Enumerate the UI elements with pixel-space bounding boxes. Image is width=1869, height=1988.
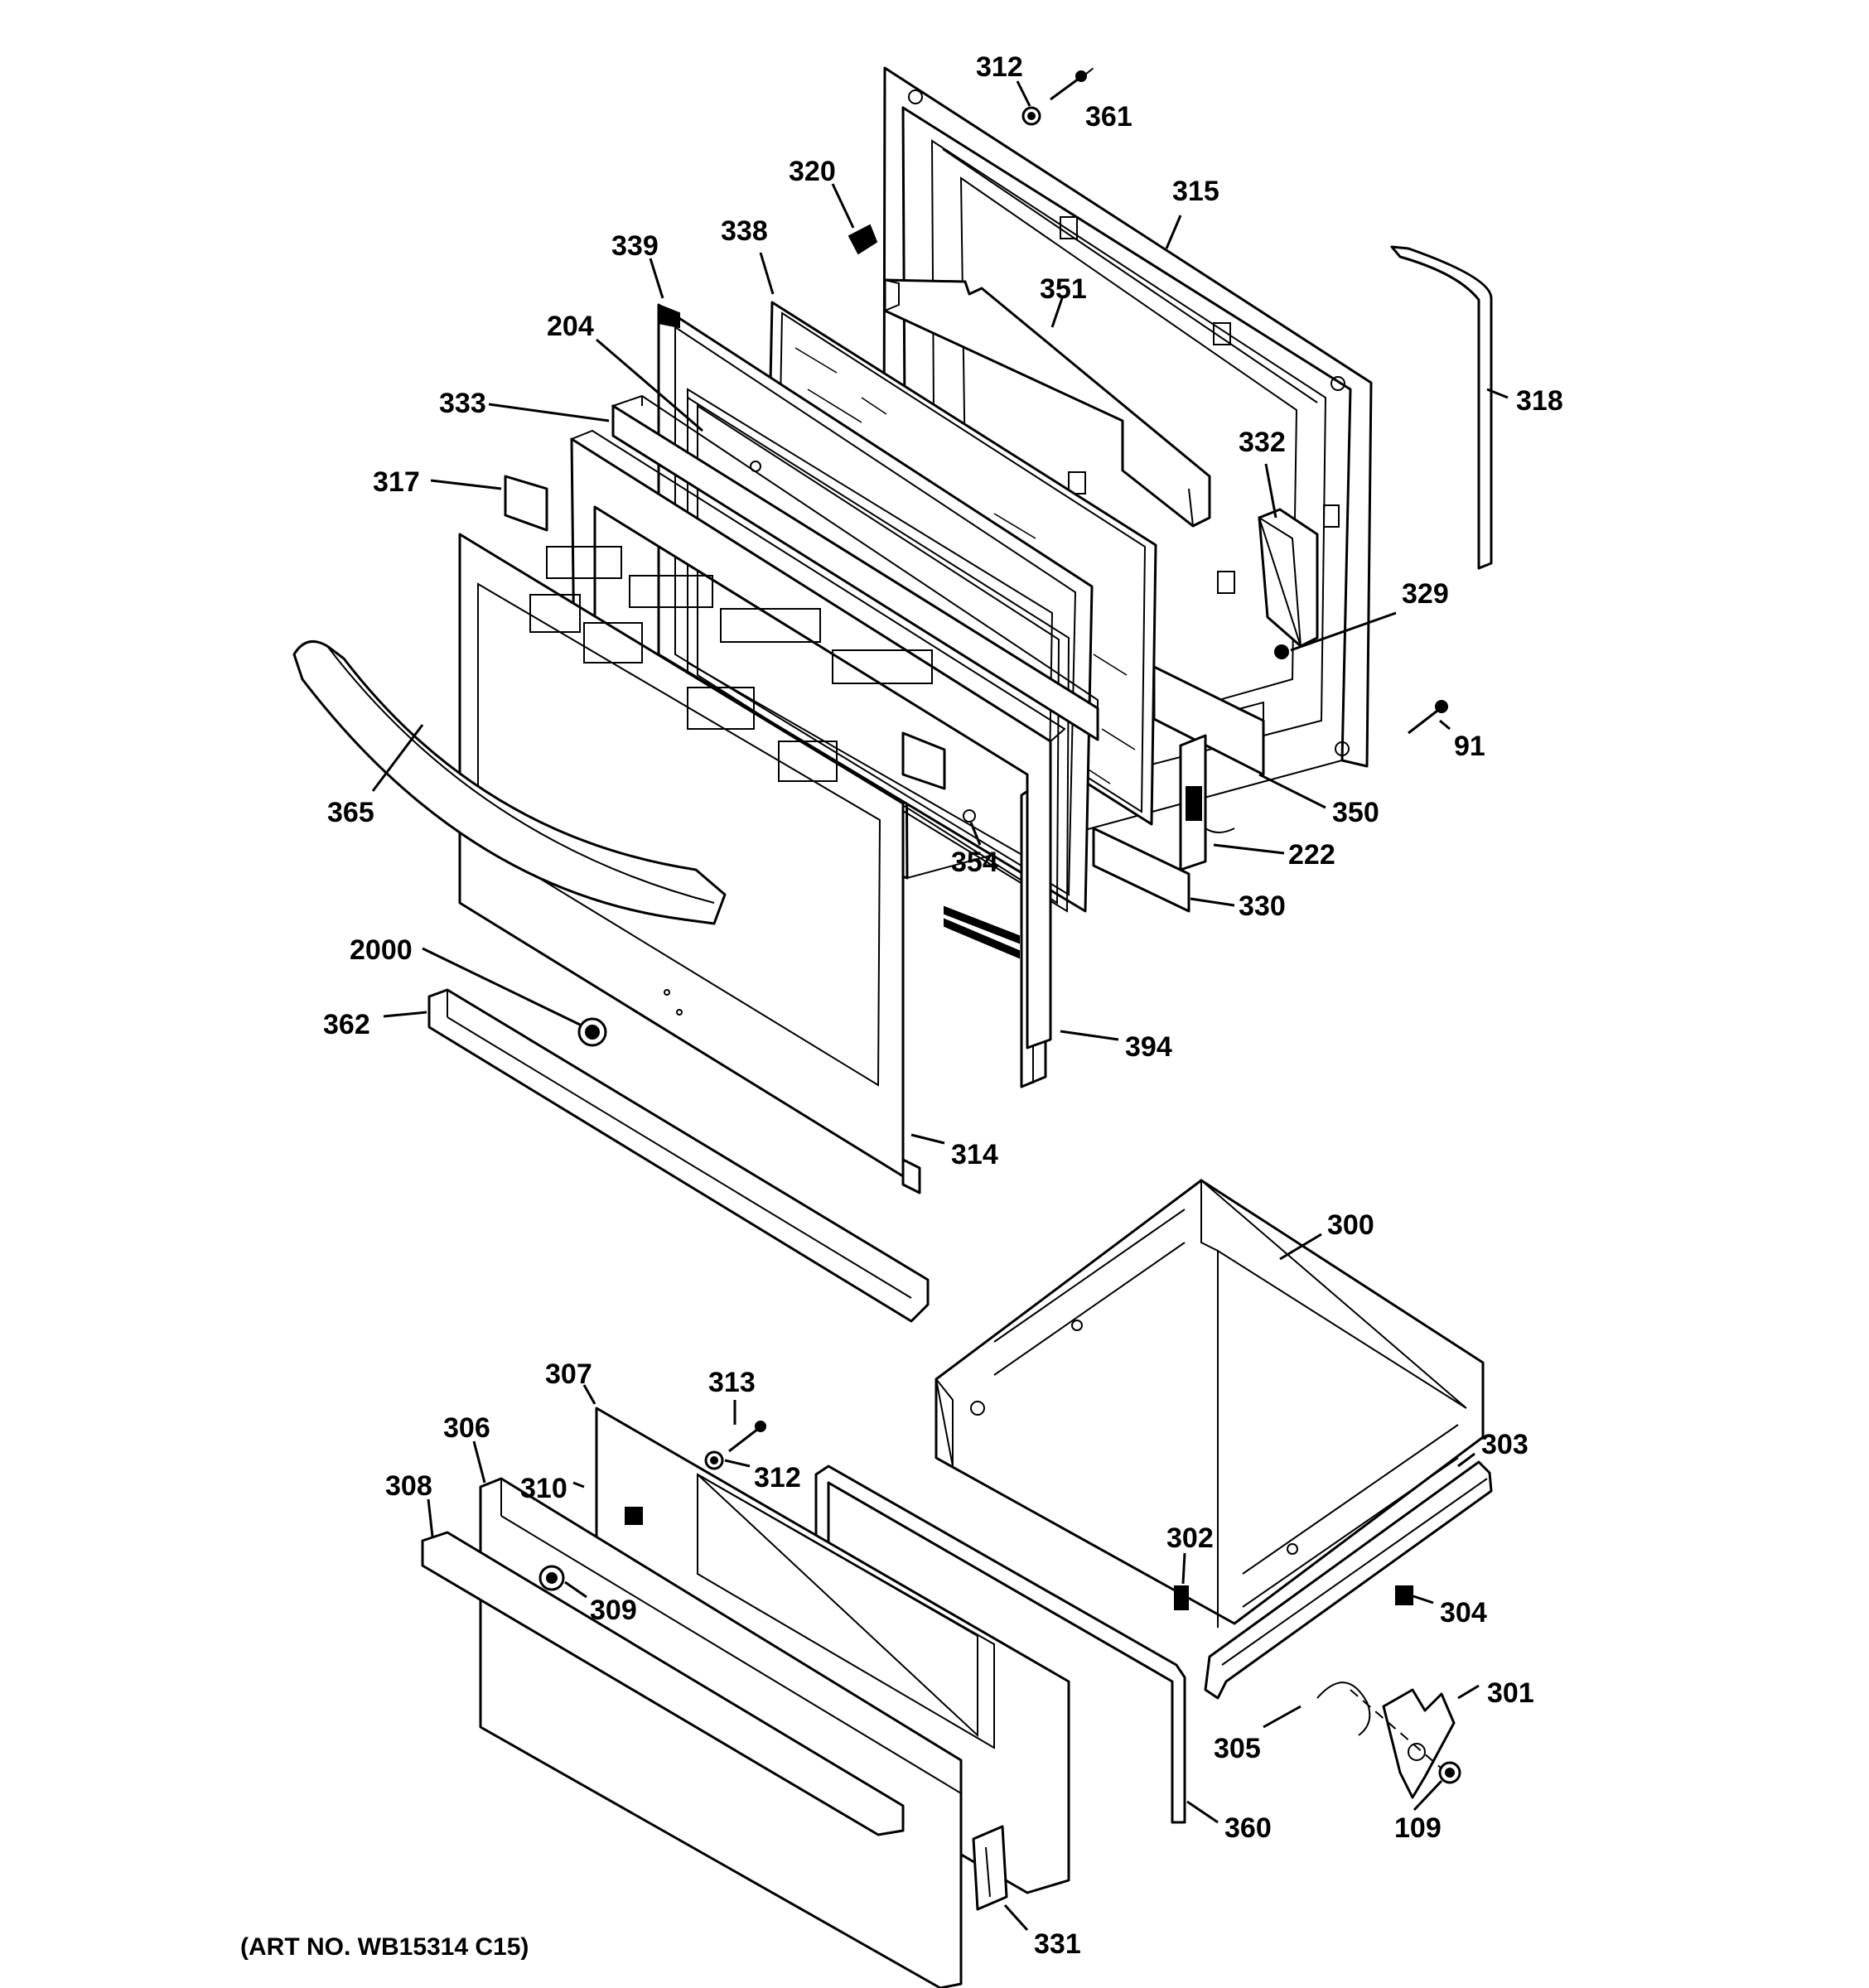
part-354-fastener <box>944 809 1020 959</box>
label-204: 204 <box>547 311 594 342</box>
part-365-door-handle <box>292 639 727 925</box>
label-339: 339 <box>611 230 659 262</box>
label-315: 315 <box>1172 176 1219 207</box>
label-331: 331 <box>1034 1928 1081 1960</box>
label-305: 305 <box>1214 1733 1261 1764</box>
label-362: 362 <box>323 1009 370 1040</box>
label-308: 308 <box>385 1470 432 1502</box>
label-312-lower: 312 <box>754 1462 801 1493</box>
label-350: 350 <box>1332 797 1379 828</box>
label-2000: 2000 <box>350 934 413 966</box>
label-302: 302 <box>1166 1522 1214 1554</box>
label-310: 310 <box>520 1473 567 1504</box>
label-306: 306 <box>443 1412 490 1444</box>
part-91-screw <box>1408 700 1448 735</box>
label-109: 109 <box>1394 1812 1442 1844</box>
part-302-roller <box>1174 1585 1189 1610</box>
part-312-washer-lower <box>704 1450 724 1470</box>
part-329-screw <box>1274 644 1289 659</box>
label-330: 330 <box>1239 890 1286 922</box>
part-330-door-strip <box>1092 827 1190 913</box>
part-361-screw-top <box>1050 64 1099 101</box>
part-309-badge <box>538 1565 565 1591</box>
label-222: 222 <box>1288 839 1335 871</box>
part-320-clip <box>848 224 878 255</box>
part-332-insulation-side <box>1258 508 1319 648</box>
part-222-door-hinge <box>1179 734 1235 871</box>
label-332: 332 <box>1239 427 1286 458</box>
label-313: 313 <box>708 1367 756 1398</box>
part-350-insulation-bottom <box>1152 665 1265 776</box>
part-333-air-baffle <box>611 394 1099 741</box>
part-305-ring <box>1316 1682 1371 1736</box>
part-331-drawer-bracket <box>972 1825 1008 1911</box>
part-300-drawer-body <box>934 1178 1485 1628</box>
label-394: 394 <box>1125 1031 1172 1063</box>
label-338: 338 <box>721 215 768 247</box>
part-109-nut <box>1350 1689 1461 1784</box>
part-312-washer-top <box>1021 106 1041 126</box>
label-320: 320 <box>789 156 836 187</box>
label-309: 309 <box>590 1595 637 1626</box>
label-300: 300 <box>1327 1209 1374 1241</box>
label-318: 318 <box>1516 385 1563 417</box>
part-362-door-bottom-trim <box>427 988 930 1323</box>
label-312-top: 312 <box>976 51 1023 83</box>
label-361: 361 <box>1085 101 1133 133</box>
part-318-side-gasket <box>1390 245 1493 570</box>
label-354: 354 <box>951 847 998 878</box>
art-number: (ART NO. WB15314 C15) <box>240 1933 529 1961</box>
label-360: 360 <box>1224 1812 1272 1844</box>
part-303-drawer-slide <box>1204 1460 1493 1700</box>
label-329: 329 <box>1402 578 1449 610</box>
label-307: 307 <box>545 1358 592 1390</box>
label-351: 351 <box>1040 273 1087 305</box>
label-365: 365 <box>327 797 374 828</box>
leader-lines <box>371 80 1509 1932</box>
label-333: 333 <box>439 388 486 419</box>
label-304: 304 <box>1440 1597 1487 1629</box>
part-304-clip <box>1395 1585 1413 1605</box>
label-301: 301 <box>1487 1677 1534 1709</box>
label-303: 303 <box>1481 1429 1529 1460</box>
part-labels: 312 361 320 315 339 338 351 204 318 333 … <box>323 51 1563 1960</box>
label-317: 317 <box>373 466 420 498</box>
part-301-bracket <box>1382 1688 1456 1799</box>
label-314: 314 <box>951 1139 998 1170</box>
part-351-insulation-top <box>883 278 1211 528</box>
part-308-drawer-trim <box>421 1531 905 1836</box>
label-91: 91 <box>1454 731 1485 762</box>
part-313-screw <box>728 1421 766 1453</box>
